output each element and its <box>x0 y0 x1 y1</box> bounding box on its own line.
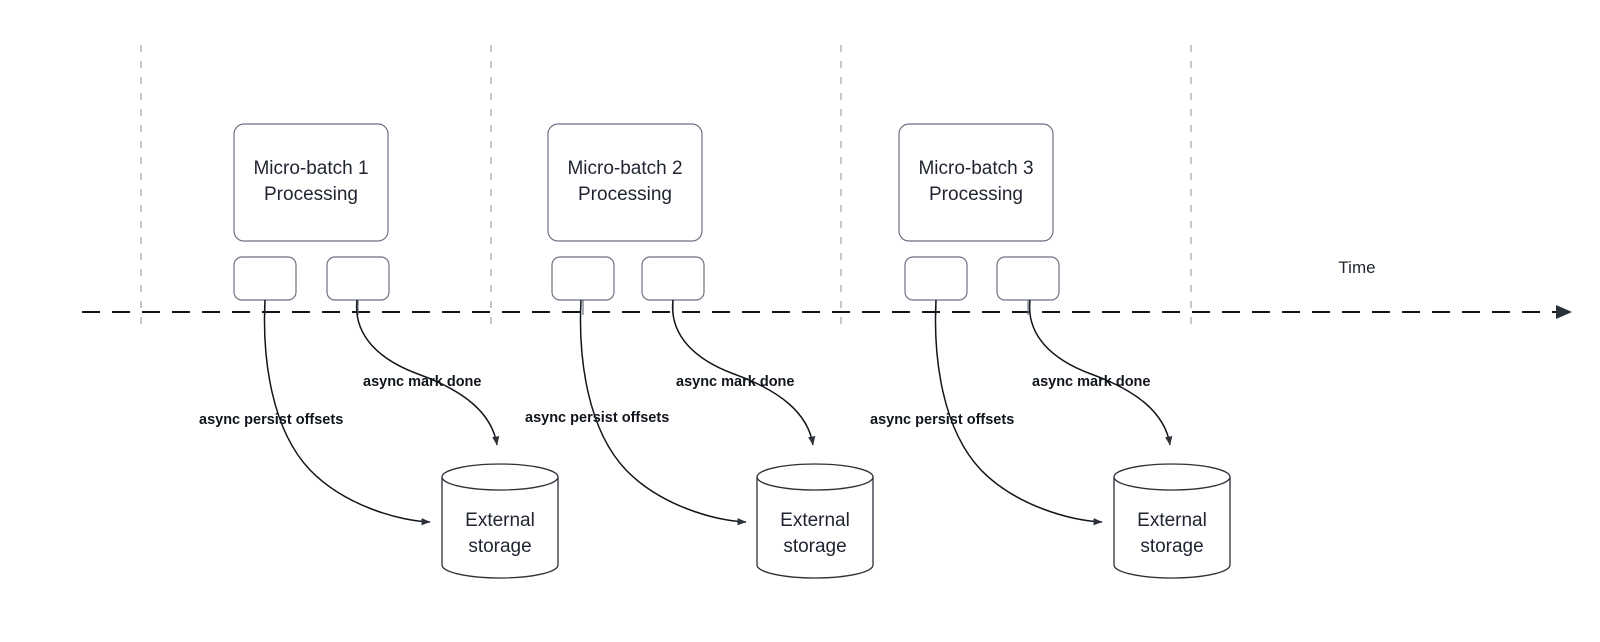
edge-markdone-3 <box>1028 299 1173 446</box>
micro-batch-box[interactable]: Micro-batch 1 Processing <box>233 123 389 242</box>
micro-batch-box-rect[interactable] <box>547 123 703 242</box>
edge-markdone-2 <box>671 299 816 446</box>
micro-batch-box-label-line2: Processing <box>929 184 1023 205</box>
micro-batch-box-rect[interactable] <box>898 123 1054 242</box>
micro-batch-box-label-line1: Micro-batch 3 <box>918 158 1033 179</box>
task-box[interactable] <box>551 256 615 301</box>
timeline-arrowhead <box>1556 305 1572 319</box>
edge-persist-1 <box>263 299 431 526</box>
edge-persist-2-label: async persist offsets <box>525 410 669 426</box>
task-box[interactable] <box>326 256 390 301</box>
micro-batch-box-label-line1: Micro-batch 1 <box>253 158 368 179</box>
external-storage-label-line1: External <box>780 510 850 531</box>
external-storage-label-line1: External <box>465 510 535 531</box>
edge-markdone-1 <box>355 299 500 446</box>
micro-batch-box-label-line2: Processing <box>578 184 672 205</box>
external-storage-top <box>1113 463 1231 491</box>
external-storage[interactable]: External storage <box>756 463 874 579</box>
edge-persist-3-label: async persist offsets <box>870 412 1014 428</box>
task-box[interactable] <box>233 256 297 301</box>
micro-batch-box[interactable]: Micro-batch 2 Processing <box>547 123 703 242</box>
task-box[interactable] <box>996 256 1060 301</box>
edge-persist-1-label: async persist offsets <box>199 412 343 428</box>
micro-batch-box-label-line2: Processing <box>264 184 358 205</box>
external-storage[interactable]: External storage <box>1113 463 1231 579</box>
micro-batch-box-rect[interactable] <box>233 123 389 242</box>
external-storage-label-line1: External <box>1137 510 1207 531</box>
task-box[interactable] <box>904 256 968 301</box>
external-storage-label-line2: storage <box>783 536 846 557</box>
micro-batch-box[interactable]: Micro-batch 3 Processing <box>898 123 1054 242</box>
edge-markdone-2-label: async mark done <box>676 374 794 390</box>
external-storage-top <box>441 463 559 491</box>
time-axis-label: Time <box>1338 258 1375 277</box>
micro-batch-box-label-line1: Micro-batch 2 <box>567 158 682 179</box>
external-storage-label-line2: storage <box>1140 536 1203 557</box>
external-storage-label-line2: storage <box>468 536 531 557</box>
edge-persist-3 <box>934 299 1103 526</box>
external-storage-body[interactable] <box>441 476 559 579</box>
external-storage-body[interactable] <box>756 476 874 579</box>
edge-persist-2 <box>579 299 747 526</box>
task-box[interactable] <box>641 256 705 301</box>
timeline-axis <box>82 305 1572 319</box>
edge-markdone-3-label: async mark done <box>1032 374 1150 390</box>
external-storage-top <box>756 463 874 491</box>
external-storage-body[interactable] <box>1113 476 1231 579</box>
external-storage[interactable]: External storage <box>441 463 559 579</box>
edge-markdone-1-label: async mark done <box>363 374 481 390</box>
